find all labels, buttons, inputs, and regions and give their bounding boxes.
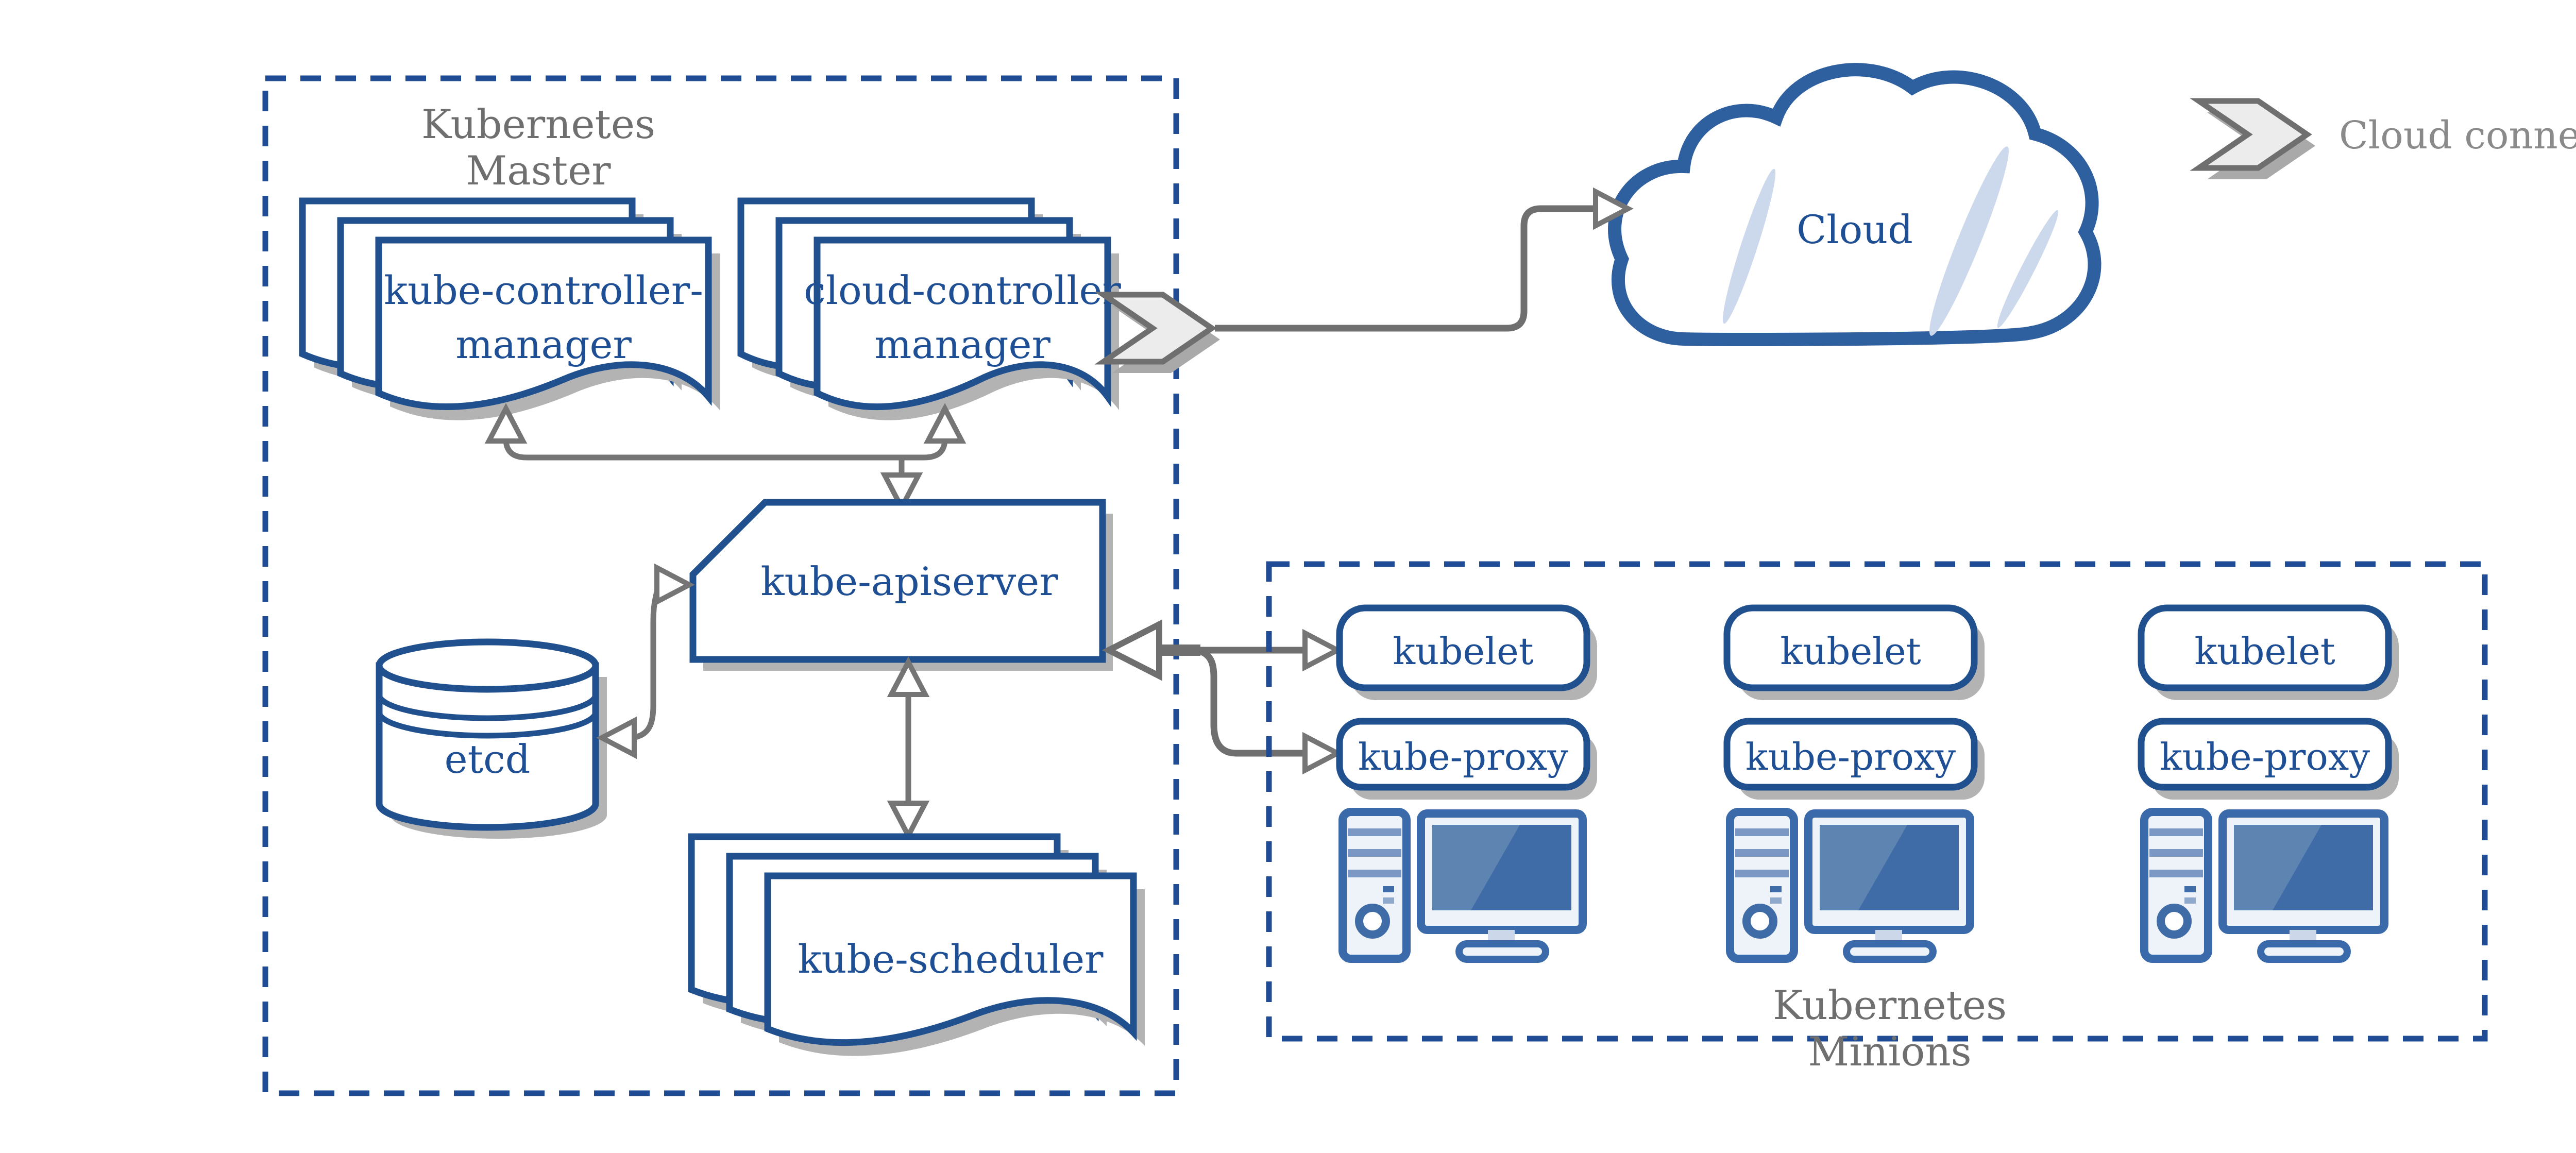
kube-apiserver-node: kube-apiserver (689, 499, 1113, 671)
chevron-arrow-icon (2199, 101, 2315, 179)
apiserver-minions-connector (1101, 619, 1343, 775)
minions-title-line1: Kubernetes (1773, 982, 2007, 1029)
desktop-computer-icon (1338, 808, 1587, 963)
cloud-controller-manager-node: cloud-controller manager (741, 201, 1220, 420)
kube-controller-manager-label-line1: kube-controller- (384, 267, 703, 313)
legend-cloud-connector: Cloud connector (2199, 101, 2576, 179)
cloud-controller-manager-label-line1: cloud-controller (804, 267, 1121, 313)
kubelet-box (2138, 604, 2392, 691)
minion-node-1: kubelet kube-proxy (1336, 604, 1597, 963)
kube-proxy-box (1336, 718, 1590, 791)
kubelet-label: kubelet (2194, 630, 2335, 673)
desktop-computer-icon (1726, 808, 1974, 963)
kube-proxy-label: kube-proxy (1745, 735, 1956, 778)
master-title-line1: Kubernetes (421, 101, 655, 148)
kube-scheduler-label: kube-scheduler (798, 936, 1104, 982)
apiserver-scheduler-connector (887, 656, 930, 841)
desktop-computer-icon (2140, 808, 2388, 963)
kubelet-box (1336, 604, 1590, 691)
kubelet-label: kubelet (1393, 630, 1533, 673)
cloud-connector-line (1215, 187, 1634, 332)
minion-node-2: kubelet kube-proxy (1723, 604, 1985, 963)
minion-node-3: kubelet kube-proxy (2138, 604, 2399, 963)
legend-label: Cloud connector (2339, 113, 2576, 158)
arrowhead-into-apiserver (1101, 619, 1162, 681)
arrowhead-into-kubelet (1302, 629, 1343, 672)
kubelet-label: kubelet (1780, 630, 1921, 673)
kubernetes-minions-box: Kubernetes Minions (1266, 561, 2488, 1075)
kube-controller-manager-node: kube-controller- manager (302, 201, 720, 420)
etcd-label: etcd (445, 736, 531, 782)
master-dashed-border (262, 75, 1179, 1096)
kubelet-box (1723, 604, 1978, 691)
arrowhead-into-kube-proxy (1302, 732, 1343, 775)
database-cylinder-icon (376, 638, 607, 839)
kube-controller-manager-label-line2: manager (455, 321, 632, 367)
kube-apiserver-box (689, 499, 1106, 663)
kube-scheduler-node: kube-scheduler (691, 837, 1145, 1056)
chevron-arrow-icon (1104, 295, 1220, 373)
etcd-apiserver-connector (596, 563, 695, 759)
arrowhead-up-left (484, 403, 528, 444)
minions-dashed-border (1266, 561, 2488, 1042)
arrowhead-up-right (923, 403, 967, 444)
kube-proxy-box (1723, 718, 1978, 791)
etcd-node: etcd (376, 638, 607, 839)
kube-apiserver-label: kube-apiserver (760, 558, 1058, 604)
kubernetes-master-box: Kubernetes Master (262, 75, 1179, 1096)
cloud-icon (1608, 63, 2102, 346)
minions-title-line2: Minions (1808, 1029, 1971, 1075)
arrowhead-down-apiserver (880, 472, 923, 513)
master-title-line2: Master (466, 148, 611, 194)
controllers-apiserver-connector (484, 403, 967, 513)
kube-proxy-box (2138, 718, 2392, 791)
kube-proxy-label: kube-proxy (1358, 735, 1568, 778)
cloud-controller-manager-label-line2: manager (874, 321, 1050, 367)
cloud-node: Cloud (1608, 63, 2102, 346)
kube-proxy-label: kube-proxy (2160, 735, 2370, 778)
cloud-label: Cloud (1797, 207, 1913, 252)
